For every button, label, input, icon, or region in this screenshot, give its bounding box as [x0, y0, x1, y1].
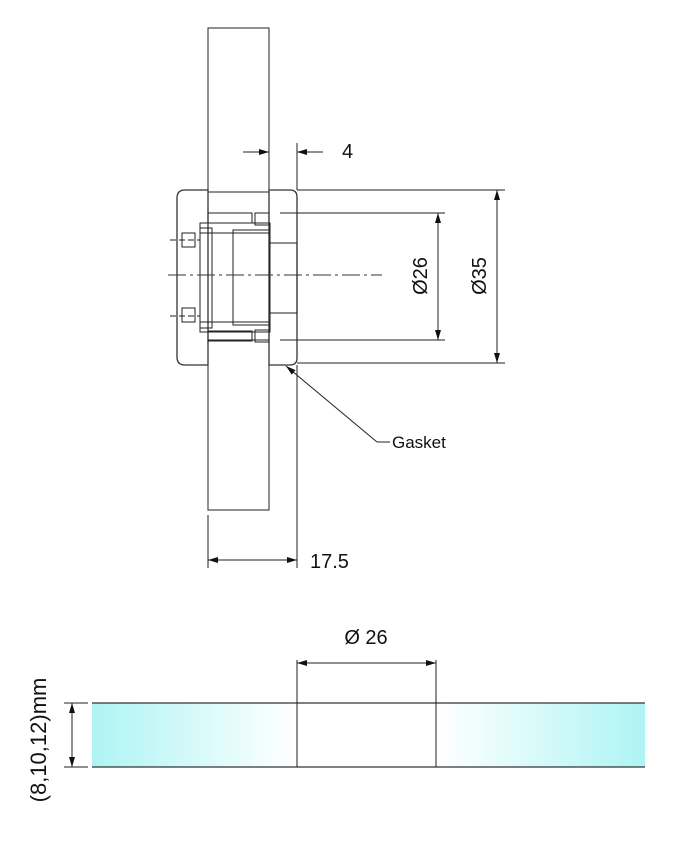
dim-label-4: 4	[342, 141, 353, 163]
dimension-depth: 17.5	[207, 365, 349, 573]
glass-panel-cross-section: Ø 26 (8,10,12)mm	[26, 627, 645, 802]
dim-label-d26: Ø26	[410, 257, 432, 295]
dim-label-hole-d26: Ø 26	[344, 627, 387, 649]
dim-label-17-5: 17.5	[310, 551, 349, 573]
set-screw	[181, 307, 196, 323]
dimension-gasket-thickness: 4	[243, 141, 353, 190]
fitting-body	[170, 189, 298, 366]
gasket-callout: Gasket	[285, 365, 446, 452]
dim-label-glass-thickness: (8,10,12)mm	[26, 678, 51, 803]
dimension-diameters: Ø26 Ø35	[280, 189, 505, 364]
glass-panel-section	[207, 27, 270, 511]
dim-label-d35: Ø35	[469, 257, 491, 295]
gasket-label: Gasket	[392, 433, 446, 452]
